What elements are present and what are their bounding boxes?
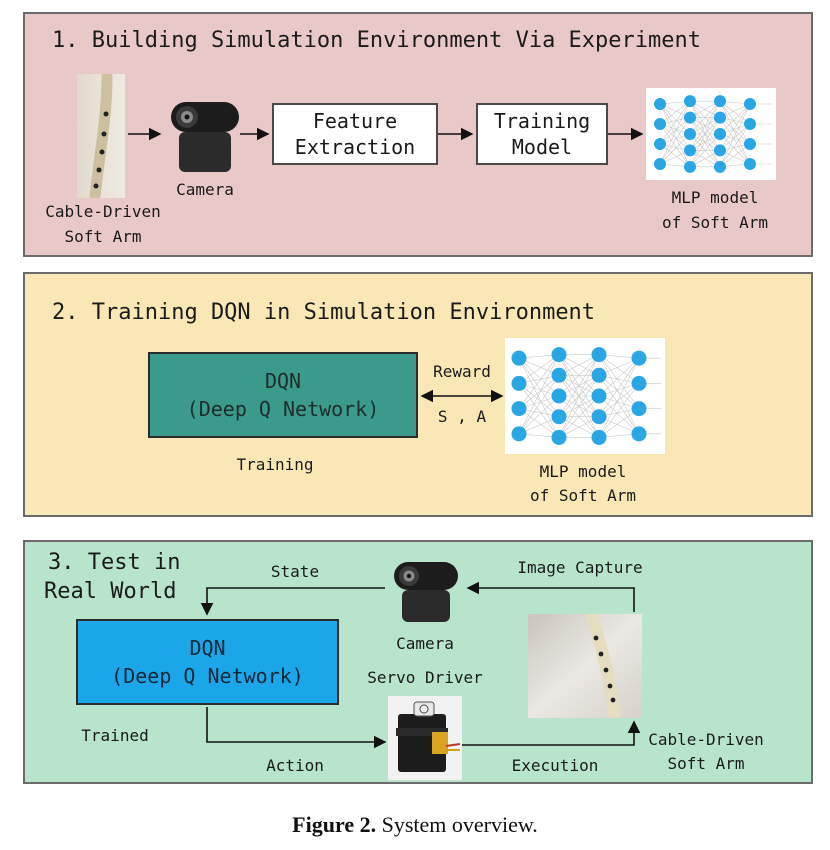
- execution-label: Execution: [511, 756, 599, 775]
- neuron-node: [631, 426, 647, 442]
- neuron-node: [511, 350, 527, 366]
- action-label: Action: [266, 756, 324, 775]
- neuron-node: [744, 138, 756, 150]
- neuron-node: [511, 401, 527, 417]
- caption-label: Figure 2.: [292, 812, 377, 837]
- servo-driver-label: Servo Driver: [367, 668, 483, 687]
- mlp-label-line1: MLP model: [671, 188, 759, 207]
- neuron-node: [684, 160, 696, 173]
- neuron-node: [714, 111, 726, 124]
- webcam-icon: [171, 102, 239, 172]
- neuron-node: [654, 158, 666, 170]
- arm-label-line2: Soft Arm: [64, 227, 142, 246]
- neuron-node: [511, 426, 527, 442]
- neuron-node: [684, 111, 696, 124]
- mlp-label-line2: of Soft Arm: [662, 213, 768, 232]
- dqn-sim-line2: (Deep Q Network): [186, 397, 380, 421]
- neural-network-icon: [646, 88, 776, 180]
- arm-label-line1: Cable-Driven: [45, 202, 161, 221]
- neuron-node: [551, 388, 567, 404]
- neuron-node: [551, 347, 567, 363]
- panel1-title: 1. Building Simulation Environment Via E…: [52, 28, 702, 53]
- dqn-real-line1: DQN: [189, 636, 226, 660]
- dqn-real-line2: (Deep Q Network): [111, 664, 304, 688]
- panel3-title-line2: Real World: [44, 579, 177, 604]
- neuron-node: [684, 128, 696, 140]
- soft-arm-photo: [528, 614, 642, 718]
- neuron-node: [654, 118, 666, 130]
- sa-label: S , A: [437, 407, 487, 426]
- camera2-label: Camera: [396, 634, 454, 653]
- mlp2-label-line1: MLP model: [539, 462, 627, 481]
- arm2-label-line1: Cable-Driven: [648, 730, 764, 749]
- neuron-node: [631, 375, 647, 391]
- feature-line2: Extraction: [294, 135, 416, 159]
- dqn-trained-box: DQN (Deep Q Network): [76, 619, 339, 705]
- neuron-node: [551, 409, 567, 425]
- neuron-node: [654, 138, 666, 150]
- neuron-node: [591, 367, 607, 383]
- neuron-node: [684, 95, 696, 108]
- training-line2: Model: [511, 135, 573, 159]
- neuron-node: [631, 350, 647, 366]
- dqn-sim-box: DQN (Deep Q Network): [148, 352, 418, 438]
- neuron-node: [744, 118, 756, 130]
- neuron-node: [714, 95, 726, 108]
- neuron-node: [591, 409, 607, 425]
- webcam-icon: [394, 562, 458, 622]
- training-line1: Training: [493, 109, 591, 133]
- neuron-node: [591, 347, 607, 363]
- panel3-title-line1: 3. Test in: [48, 550, 181, 575]
- image-capture-label: Image Capture: [517, 558, 643, 577]
- neuron-node: [714, 160, 726, 173]
- neuron-node: [714, 128, 726, 140]
- figure-caption: Figure 2. System overview.: [0, 812, 830, 838]
- neuron-node: [551, 367, 567, 383]
- neuron-node: [714, 144, 726, 157]
- neuron-node: [591, 388, 607, 404]
- dqn-sim-line1: DQN: [264, 369, 302, 393]
- feature-line1: Feature: [312, 109, 398, 133]
- state-label: State: [270, 562, 320, 581]
- trained-label: Trained: [81, 726, 149, 745]
- neural-network-icon: [505, 338, 665, 454]
- neuron-node: [744, 158, 756, 170]
- training-label: Training: [236, 455, 314, 474]
- panel2-title: 2. Training DQN in Simulation Environmen…: [52, 300, 596, 325]
- neuron-node: [744, 98, 756, 110]
- camera-label: Camera: [176, 180, 234, 199]
- neuron-node: [684, 144, 696, 157]
- neuron-node: [551, 429, 567, 445]
- neuron-node: [654, 98, 666, 110]
- neuron-node: [631, 401, 647, 417]
- neuron-node: [591, 429, 607, 445]
- servo-motor-icon: [388, 696, 462, 780]
- caption-text: System overview.: [381, 812, 538, 837]
- neuron-node: [511, 375, 527, 391]
- arm2-label-line2: Soft Arm: [667, 754, 745, 773]
- mlp2-label-line2: of Soft Arm: [530, 486, 636, 505]
- soft-arm-photo: [77, 74, 125, 198]
- reward-label: Reward: [433, 362, 491, 381]
